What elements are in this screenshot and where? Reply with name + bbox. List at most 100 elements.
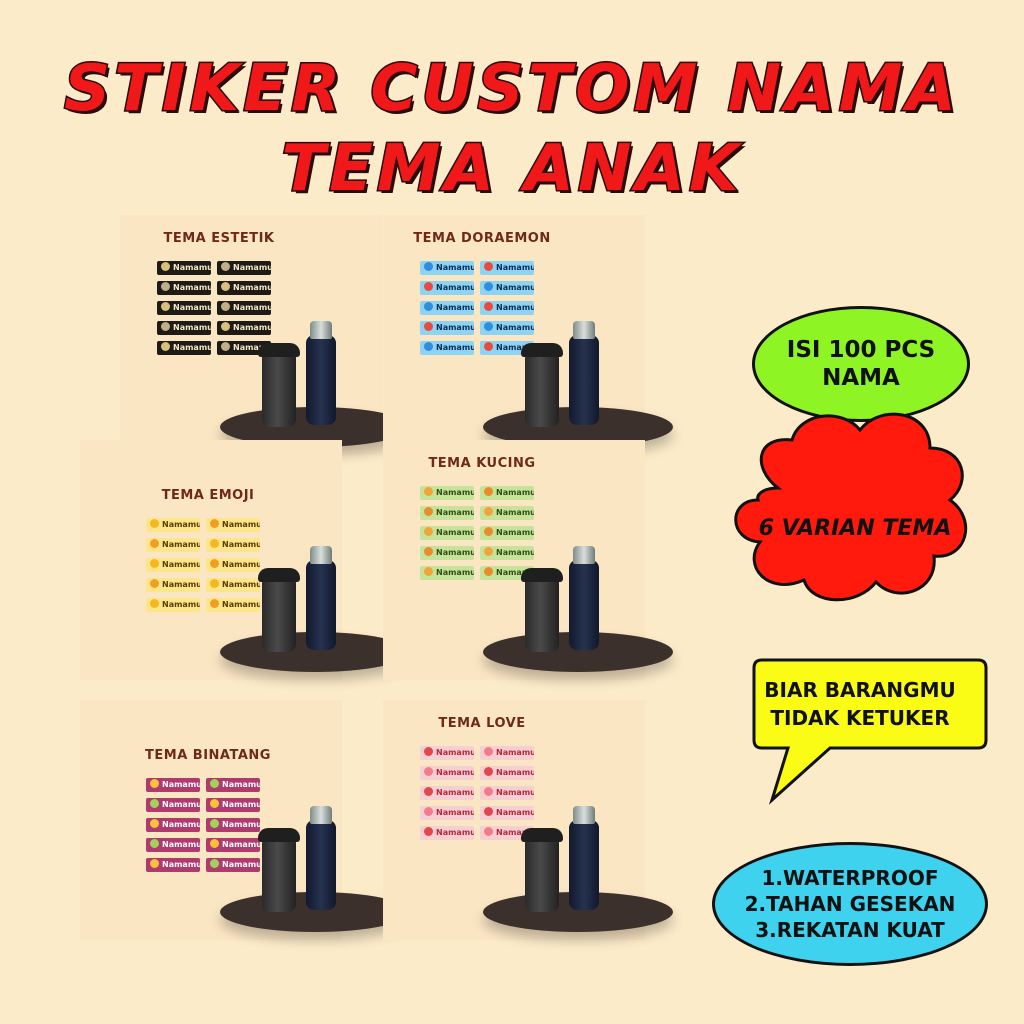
sticker-label: Namamu [233,323,271,332]
sticker-label: Namamu [436,508,474,517]
isi-line-1: ISI 100 PCS [786,337,936,363]
sticker-label: Namamu [173,283,211,292]
page-title-line-1: STIKER CUSTOM NAMA [63,51,960,128]
sticker-icon [150,579,159,588]
sticker-label: Namamu [496,488,534,497]
sticker-icon [221,282,230,291]
name-sticker: Namamu [206,858,260,872]
sticker-label: Namamu [162,540,200,549]
name-sticker: Namamu [420,526,474,540]
sticker-icon [210,579,219,588]
panel-title: TEMA KUCING [428,456,536,471]
sticker-label: Namamu [222,580,260,589]
thermos-bottle-image [306,335,336,425]
sticker-label: Namamu [496,508,534,517]
name-sticker: Namamu [480,566,534,580]
name-sticker: Namamu [206,818,260,832]
sticker-label: Namamu [436,283,474,292]
name-sticker: Namamu [480,321,534,335]
panel-title: TEMA LOVE [438,716,526,731]
sticker-label: Namamu [436,828,474,837]
sticker-icon [424,827,433,836]
coffee-cup-image [262,355,296,427]
name-sticker: Namamu [420,746,474,760]
name-sticker: Namamu [420,786,474,800]
name-sticker: Namamu [146,818,200,832]
sticker-label: Namamu [233,263,271,272]
name-sticker: Namamu [420,486,474,500]
sticker-icon [484,302,493,311]
sticker-label: Namamu [222,840,260,849]
sticker-label: Namamu [222,600,260,609]
sticker-icon [210,839,219,848]
sticker-label: Namamu [496,263,534,272]
sticker-icon [150,599,159,608]
sticker-label: Namamu [173,323,211,332]
name-sticker: Namamu [480,341,534,355]
name-sticker: Namamu [146,558,200,572]
sticker-icon [424,567,433,576]
sticker-icon [210,519,219,528]
name-sticker: Namamu [480,806,534,820]
sticker-icon [424,507,433,516]
name-sticker: Namamu [480,261,534,275]
sticker-label: Namamu [233,283,271,292]
sticker-label: Namamu [496,343,534,352]
sticker-label: Namamu [496,303,534,312]
sticker-icon [161,322,170,331]
page-title-line-2: TEMA ANAK [280,131,743,208]
sticker-icon [150,799,159,808]
sticker-label: Namamu [222,780,260,789]
name-sticker: Namamu [157,321,211,335]
sticker-icon [161,262,170,271]
sticker-icon [484,827,493,836]
fitur-line-3: 3.REKATAN KUAT [755,918,945,942]
fitur-badge: 1.WATERPROOF 2.TAHAN GESEKAN 3.REKATAN K… [712,842,988,966]
bottle-cap-image [573,806,595,824]
bottle-cap-image [310,321,332,339]
sticker-label: Namamu [436,488,474,497]
varian-text: 6 VARIAN TEMA [758,516,952,541]
name-sticker: Namamu [146,578,200,592]
isi-line-2: NAMA [822,365,900,391]
sticker-icon [484,282,493,291]
name-sticker: Namamu [146,838,200,852]
name-sticker: Namamu [420,546,474,560]
sticker-icon [150,859,159,868]
sticker-icon [424,282,433,291]
name-sticker: Namamu [217,261,271,275]
sticker-label: Namamu [233,343,271,352]
sticker-label: Namamu [222,540,260,549]
name-sticker: Namamu [480,826,534,840]
name-sticker: Namamu [420,806,474,820]
name-sticker: Namamu [206,538,260,552]
sticker-icon [150,519,159,528]
sticker-icon [210,599,219,608]
thermos-bottle-image [569,560,599,650]
sticker-label: Namamu [436,748,474,757]
fitur-line-2: 2.TAHAN GESEKAN [744,892,956,916]
name-sticker: Namamu [206,798,260,812]
sticker-icon [424,807,433,816]
name-sticker: Namamu [157,301,211,315]
sticker-label: Namamu [162,520,200,529]
sticker-icon [150,839,159,848]
name-sticker: Namamu [206,518,260,532]
sticker-label: Namamu [162,820,200,829]
panel-title: TEMA BINATANG [145,748,271,763]
biar-line-2: TIDAK KETUKER [770,706,950,730]
sticker-label: Namamu [162,600,200,609]
sticker-icon [484,487,493,496]
coffee-cup-image [525,355,559,427]
sticker-label: Namamu [233,303,271,312]
name-sticker: Namamu [420,566,474,580]
name-sticker: Namamu [146,518,200,532]
sticker-icon [424,527,433,536]
sticker-icon [161,282,170,291]
sticker-icon [210,559,219,568]
name-sticker: Namamu [157,341,211,355]
name-sticker: Namamu [480,746,534,760]
coffee-cup-image [525,840,559,912]
